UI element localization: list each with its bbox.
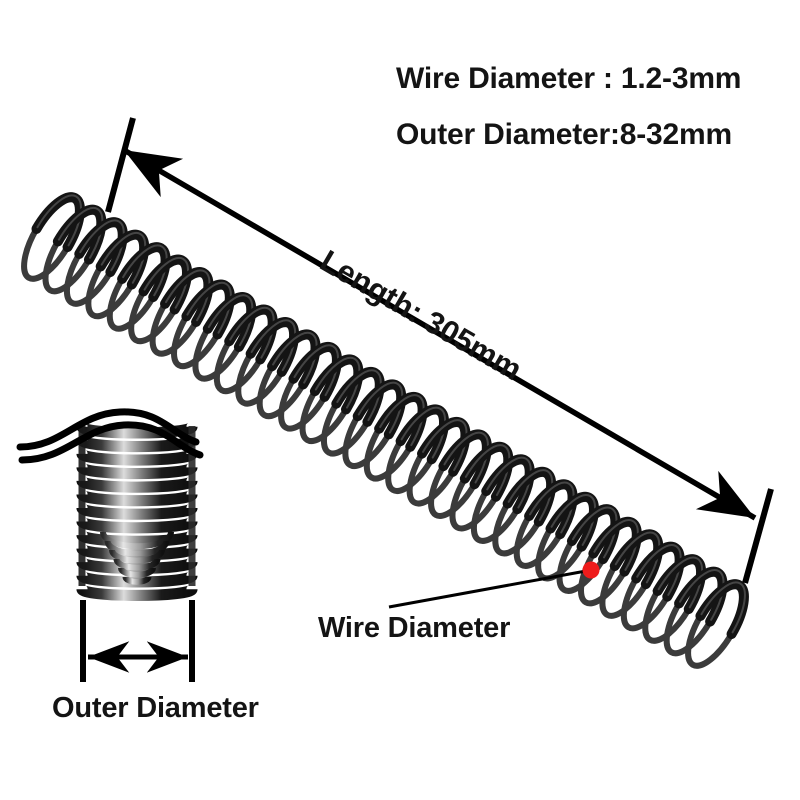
wire-diameter-point-marker bbox=[582, 561, 600, 579]
detail-spring-bore-ring bbox=[104, 540, 170, 557]
outer-diameter-callout-label: Outer Diameter bbox=[52, 692, 259, 724]
wire-diameter-callout-label: Wire Diameter bbox=[318, 612, 511, 644]
detail-spring-coil bbox=[76, 517, 198, 534]
spring-coil-back bbox=[85, 263, 135, 320]
spring-coil-back bbox=[620, 575, 671, 632]
detail-bracket-curve-inner bbox=[18, 421, 204, 464]
spring-coil-back bbox=[513, 513, 564, 569]
detail-callout-bracket bbox=[16, 408, 204, 464]
spring-coil-highlight bbox=[679, 569, 725, 621]
spring-coil-back bbox=[42, 238, 92, 295]
outer-diameter-dimension bbox=[80, 600, 195, 682]
length-extension-tick-right bbox=[742, 488, 774, 584]
detail-spring-bore-ring bbox=[100, 531, 174, 550]
length-extension-tick-left bbox=[105, 117, 136, 213]
spring-coil-highlight bbox=[614, 531, 661, 584]
spring-coil-highlight bbox=[593, 519, 639, 571]
spring-coil-highlight bbox=[57, 207, 104, 259]
spring-coil-back bbox=[492, 500, 542, 557]
detail-spring-coil bbox=[76, 585, 198, 602]
outer-diameter-spec-label: Outer Diameter:8-32mm bbox=[396, 118, 732, 151]
spring-coil-back bbox=[63, 250, 114, 307]
spring-coil-back bbox=[642, 587, 692, 644]
spring-coil-highlight bbox=[36, 194, 82, 247]
spring-coil-back bbox=[685, 612, 735, 669]
detail-spring-bore-ring bbox=[109, 549, 165, 564]
spring-coil-back bbox=[599, 563, 649, 619]
length-dimension-line bbox=[122, 147, 757, 521]
wire-diameter-leader-line bbox=[388, 569, 587, 609]
spring-coil-back bbox=[663, 600, 714, 657]
length-dimension bbox=[105, 117, 774, 584]
detail-spring-coil bbox=[76, 531, 198, 547]
detail-bracket-curve-outer bbox=[16, 408, 200, 451]
detail-spring-bore-ring bbox=[122, 576, 152, 585]
wire-diameter-spec-label: Wire Diameter : 1.2-3mm bbox=[396, 62, 742, 95]
detail-spring-bore-ring bbox=[118, 567, 156, 578]
spring-coil-highlight bbox=[700, 581, 746, 634]
detail-spring-bore-ring bbox=[113, 558, 161, 571]
wire-diameter-leader bbox=[388, 561, 600, 609]
spring-coil-back bbox=[21, 225, 71, 282]
spring-coil-highlight bbox=[79, 219, 125, 272]
spring-coil-highlight bbox=[636, 544, 682, 596]
spring-coil-highlight bbox=[657, 556, 704, 609]
